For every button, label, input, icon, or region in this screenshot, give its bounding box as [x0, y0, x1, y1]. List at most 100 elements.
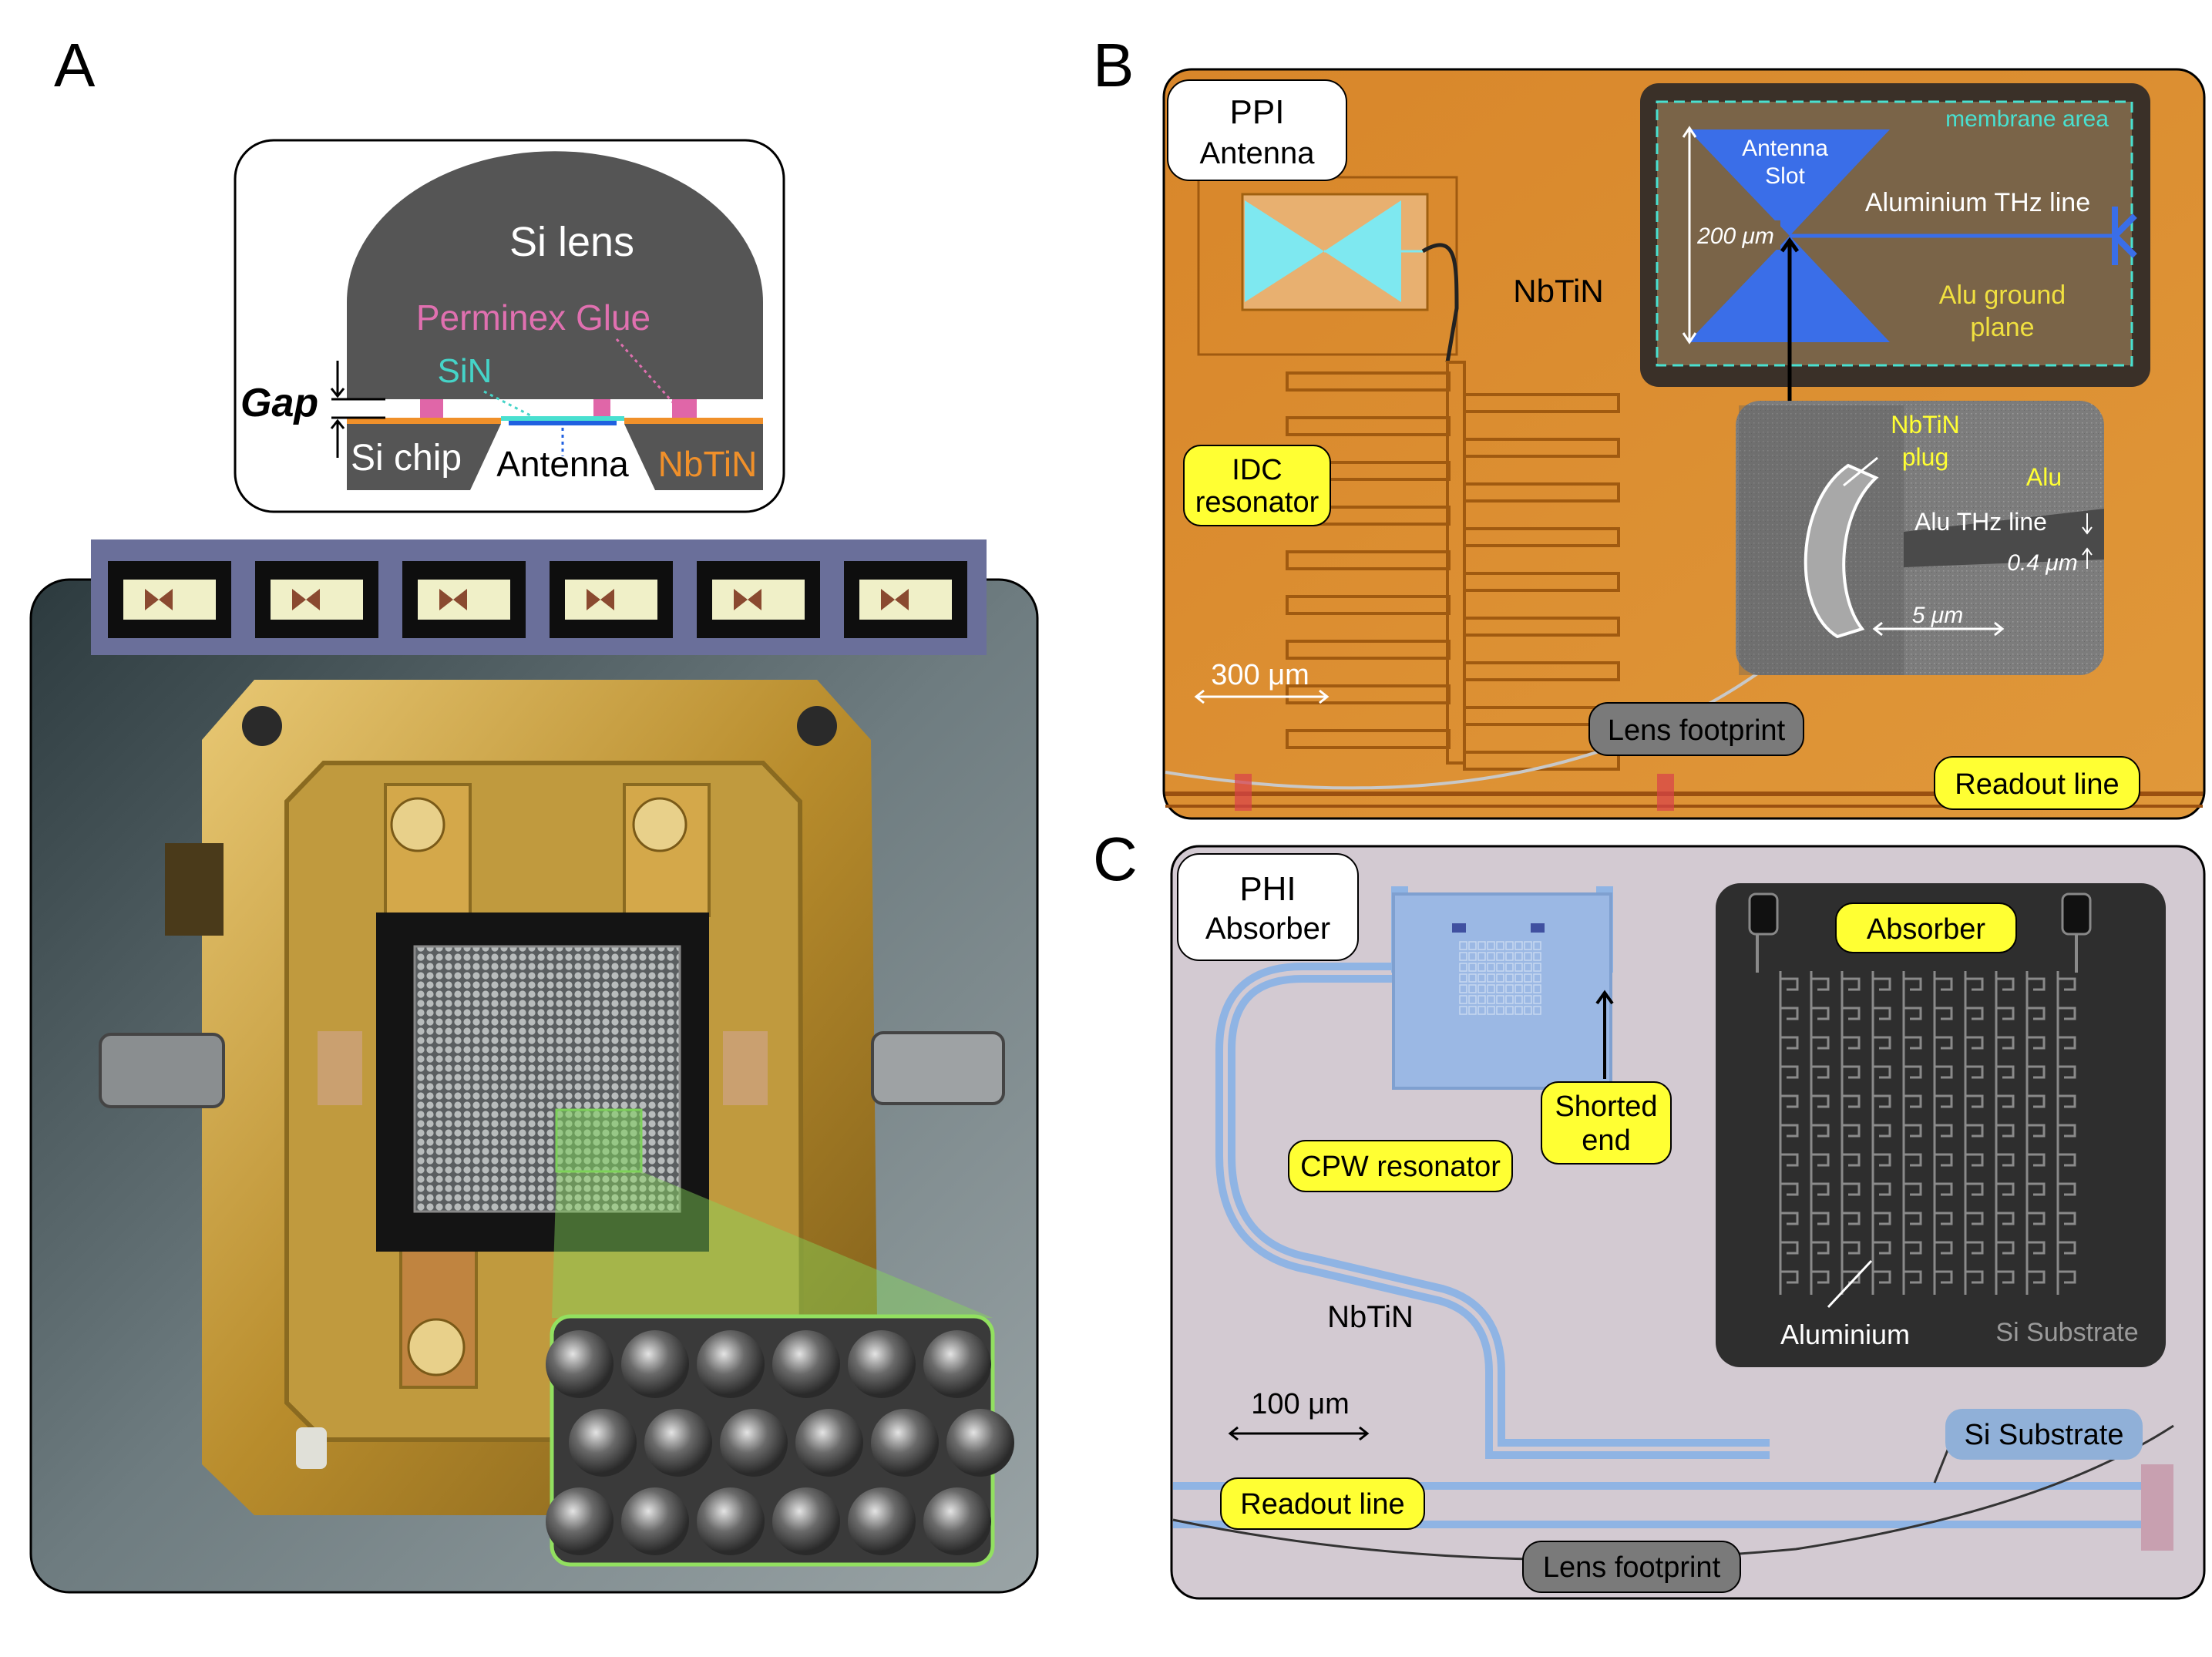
scale-bar-label: 100 μm [1251, 1388, 1350, 1420]
plug-leader [1843, 456, 1878, 487]
idc-label-box [1183, 445, 1331, 526]
panel-letter-a: A [54, 31, 96, 99]
pad-cell [1505, 952, 1514, 961]
thumbnail-strip [91, 539, 987, 655]
pad-cell [1524, 963, 1532, 972]
thumbnail-antenna-icon [439, 589, 467, 610]
pad-cell [1468, 1006, 1477, 1015]
meander-segment [1965, 1124, 1984, 1138]
meander-segment [1965, 1065, 1984, 1079]
meander-segment [1811, 1036, 1830, 1050]
readout-mark [1235, 774, 1252, 811]
absorber-label-box [1835, 902, 2017, 953]
plug-label-line1: NbTiN [1891, 411, 1959, 439]
bond-pad [723, 1031, 768, 1105]
pad-cell [1524, 1006, 1532, 1015]
idc-finger [1463, 393, 1620, 413]
detector-photo [29, 539, 1039, 1594]
panel-letter-c: C [1093, 825, 1138, 893]
pad-cell [1468, 995, 1477, 1004]
meander-segment [1904, 1094, 1922, 1108]
meander-segment [1811, 977, 1830, 991]
phi-tag [1177, 853, 1359, 961]
idc-finger [1286, 371, 1451, 392]
zoom-selection [555, 1108, 643, 1173]
thumbnail-antenna-icon [587, 589, 614, 610]
absorber-pad-grid [1459, 941, 1541, 1015]
meander-segment [2027, 1270, 2046, 1284]
alu-label: Alu [2026, 463, 2062, 491]
meander-segment [1996, 977, 2015, 991]
meander-segment [1842, 1124, 1861, 1138]
lens-ball [871, 1409, 939, 1477]
glue-pillar [593, 399, 610, 418]
pad-cell [1514, 984, 1523, 993]
gap-label: Gap [240, 381, 318, 425]
meander-segment [1935, 1241, 1953, 1255]
glue-leader [615, 338, 680, 409]
meander-segment [1996, 1094, 2015, 1108]
phi-tag-subtitle: Absorber [1205, 912, 1330, 946]
meander-segment [1811, 1065, 1830, 1079]
lens-ball [569, 1409, 637, 1477]
pad-cell [1487, 995, 1495, 1004]
zoom-projection [552, 1171, 993, 1318]
idc-finger [1463, 661, 1620, 681]
panel-letter-b: B [1093, 31, 1134, 99]
meander-segment [1873, 1153, 1891, 1167]
pad-cell [1477, 984, 1486, 993]
pad-cell [1459, 941, 1467, 950]
lens-footprint-box [1522, 1541, 1741, 1593]
width-arrow-icon [2082, 513, 2093, 569]
lens-ball [697, 1330, 765, 1398]
meander-segment [2058, 1153, 2076, 1167]
meander-segment [2058, 1007, 2076, 1020]
meander-segment [1996, 1270, 2015, 1284]
si-chip-label: Si chip [351, 438, 462, 479]
pad-cell [1505, 1006, 1514, 1015]
meander-segment [2058, 1241, 2076, 1255]
meander-segment [1935, 1036, 1953, 1050]
inset-pad [2061, 892, 2092, 936]
meander-segment [2058, 1094, 2076, 1108]
pad-cell [1533, 984, 1541, 993]
meander-segment [1965, 1212, 1984, 1225]
pad-cell [1487, 952, 1495, 961]
idc-finger [1286, 416, 1451, 436]
meander-segment [1996, 1182, 2015, 1196]
meander-segment [1873, 1212, 1891, 1225]
idc-finger [1463, 527, 1620, 547]
meander-segment [1935, 1007, 1953, 1020]
pad-cell [1514, 941, 1523, 950]
si-chip-shape [347, 424, 501, 490]
pad-cell [1459, 952, 1467, 961]
pad-cell [1514, 952, 1523, 961]
idc-finger [1463, 482, 1620, 502]
pad-cell [1533, 973, 1541, 983]
meander-segment [1965, 1007, 1984, 1020]
lens-ball [621, 1487, 689, 1555]
pad-cell [1477, 973, 1486, 983]
meander-segment [2027, 1124, 2046, 1138]
screw-icon [632, 797, 687, 852]
meander-segment [1873, 1270, 1891, 1284]
meander-segment [1935, 1153, 1953, 1167]
meander-segment [2027, 1153, 2046, 1167]
pad-cell [1533, 941, 1541, 950]
pad-cell [1477, 941, 1486, 950]
lens-footprint-label: Lens footprint [1608, 714, 1786, 747]
shorted-end-line1: Shorted [1555, 1091, 1657, 1123]
meander-segment [1811, 1094, 1830, 1108]
dimension-bg [1693, 220, 1780, 250]
idc-label-line2: resonator [1195, 486, 1319, 519]
antenna-slot-line1: Antenna [1742, 136, 1828, 161]
meander-segment [1935, 1182, 1953, 1196]
idc-finger [1286, 640, 1451, 660]
lens-ball [621, 1330, 689, 1398]
pad-cell [1524, 995, 1532, 1004]
cpw-resonator-center [1223, 970, 1770, 1451]
lens-closeup [546, 1330, 1014, 1555]
pad-cell [1496, 1006, 1504, 1015]
meander-segment [2058, 1212, 2076, 1225]
